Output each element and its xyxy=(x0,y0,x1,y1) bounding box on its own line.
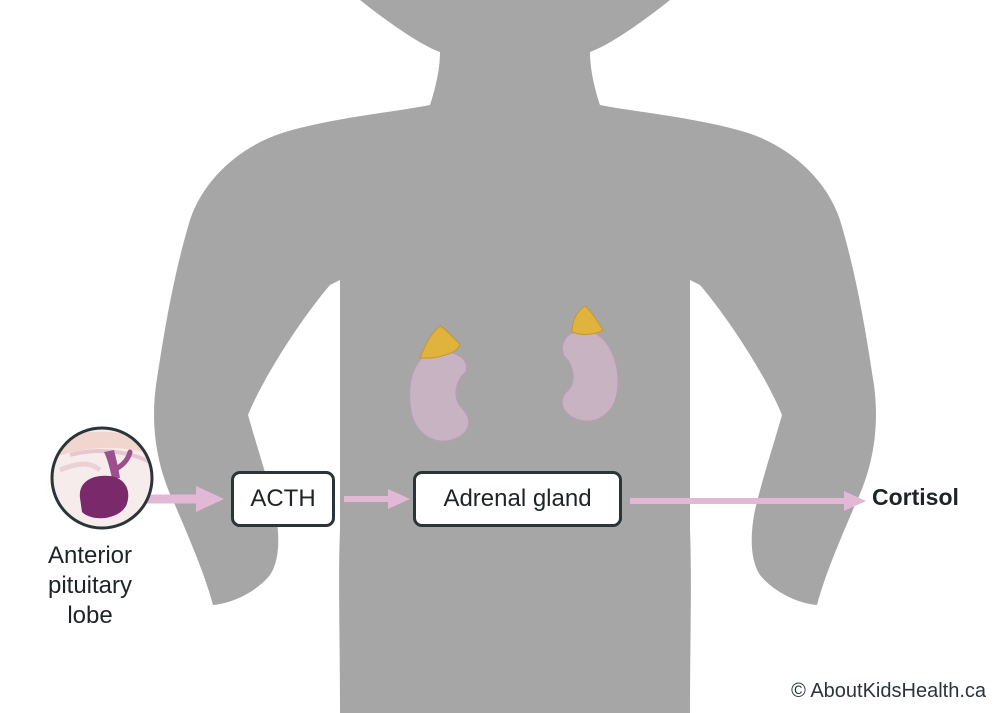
copyright-credit: © AboutKidsHealth.ca xyxy=(791,680,986,703)
caption-line-2: pituitary xyxy=(20,571,160,601)
body-silhouette xyxy=(154,0,876,713)
pituitary-inset xyxy=(52,428,155,528)
cortisol-label: Cortisol xyxy=(872,484,959,511)
caption-line-3: lobe xyxy=(20,601,160,631)
adrenal-gland-label-box: Adrenal gland xyxy=(413,471,622,527)
anterior-pituitary-caption: Anterior pituitary lobe xyxy=(20,541,160,631)
caption-line-1: Anterior xyxy=(20,541,160,571)
acth-label: ACTH xyxy=(250,485,315,513)
acth-label-box: ACTH xyxy=(231,471,335,527)
adrenal-gland-label: Adrenal gland xyxy=(443,485,591,513)
